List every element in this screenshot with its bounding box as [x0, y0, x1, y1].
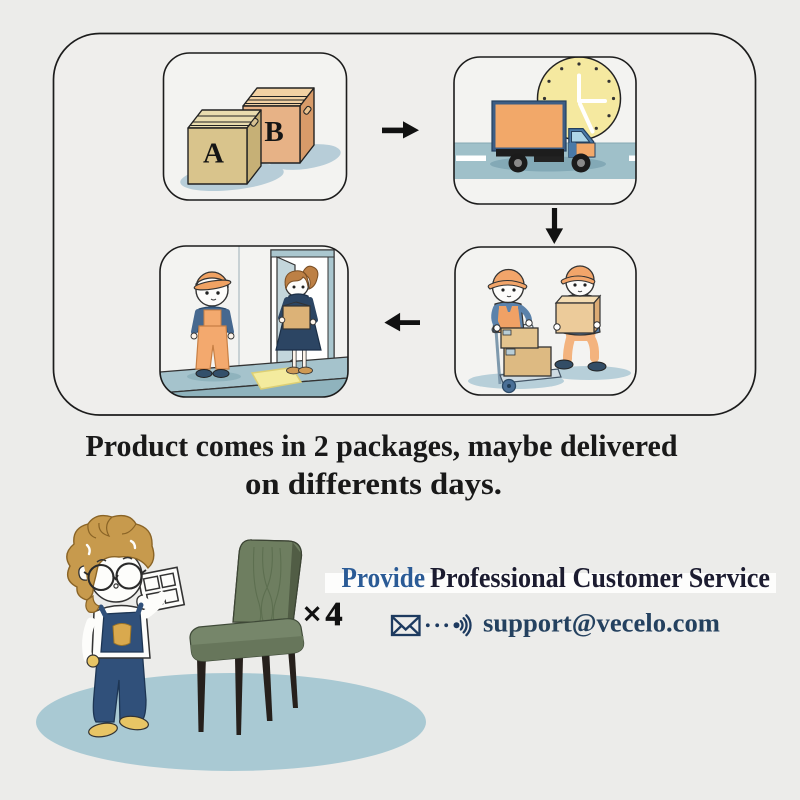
svg-text:support@vecelo.com: support@vecelo.com: [483, 609, 720, 638]
svg-text:on differents days.: on differents days.: [245, 466, 502, 501]
svg-text:A: A: [203, 138, 224, 170]
svg-text:Provide: Provide: [342, 562, 426, 594]
svg-text:Professional Customer Service: Professional Customer Service: [430, 562, 770, 594]
svg-text:Product comes in 2 packages, m: Product comes in 2 packages, maybe deliv…: [86, 428, 678, 463]
svg-text:B: B: [264, 116, 283, 148]
